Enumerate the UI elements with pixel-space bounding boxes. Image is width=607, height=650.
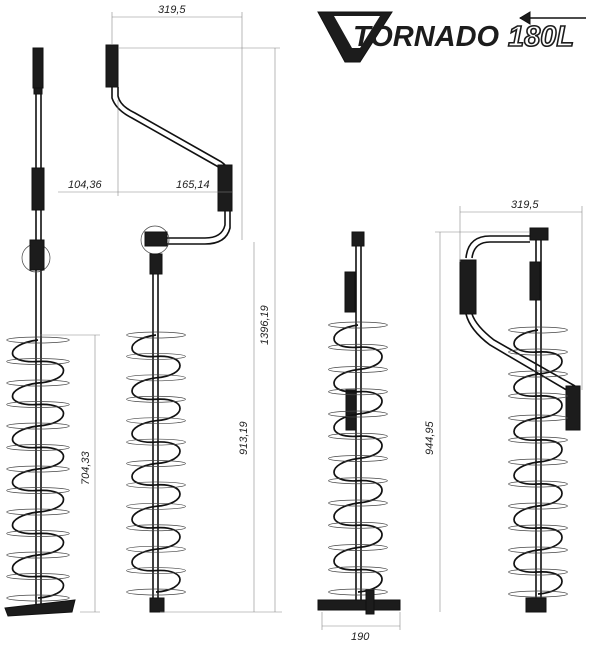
flight-edge [6, 336, 70, 344]
dim-offset-right: 165,14 [176, 179, 210, 191]
crank-top-handle [105, 44, 119, 88]
flight-edge [6, 594, 70, 602]
dim-top-width: 319,5 [158, 4, 186, 16]
dimension-lines [40, 12, 583, 630]
flight-edge [126, 395, 186, 403]
middle-handle [31, 167, 45, 211]
flight-edge [6, 530, 70, 537]
dim-total-height: 1396,19 [259, 305, 271, 345]
flight-edge [126, 588, 186, 596]
flight-edge [508, 436, 568, 444]
folded-handle [459, 259, 477, 315]
flight-edge [328, 477, 388, 485]
flight-edge [6, 487, 70, 494]
flight-edge [508, 414, 568, 422]
dim-blade-width: 190 [351, 631, 370, 643]
flight-edge [126, 524, 186, 532]
flight-edge [126, 353, 186, 360]
flight-edge [328, 521, 388, 529]
dim-folded-width: 319,5 [511, 199, 539, 211]
screw-flight [11, 339, 65, 599]
flight-edge [6, 401, 70, 408]
screw-flight [513, 329, 563, 595]
flight-edge [328, 321, 388, 329]
flight-edge [508, 546, 568, 554]
flight-edge [508, 370, 568, 378]
auger-screw [508, 326, 568, 598]
base-plate [317, 599, 401, 611]
flight-edge [328, 366, 388, 373]
flight-edge [126, 417, 186, 425]
flight-edge [328, 499, 388, 507]
flight-edge [126, 331, 186, 339]
dim-folded-height: 944,95 [424, 420, 436, 455]
auger-view-folded-side [459, 227, 581, 613]
crank-middle-handle [217, 164, 233, 212]
flight-edge [6, 508, 70, 516]
flight-edge [6, 573, 70, 580]
flight-edge [126, 460, 186, 467]
flight-edge [328, 455, 388, 462]
flight-edge [6, 465, 70, 473]
flight-edge [6, 551, 70, 559]
flight-edge [508, 480, 568, 488]
auger-screw [126, 331, 186, 596]
logo-text: TORNADO [353, 21, 500, 53]
dim-offset-left: 104,36 [68, 179, 103, 191]
flight-edge [508, 458, 568, 466]
flight-edge [328, 410, 388, 418]
flight-edge [328, 588, 388, 596]
auger-view-crank [105, 44, 233, 613]
blade [4, 599, 76, 617]
flight-edge [328, 388, 388, 396]
flight-edge [508, 326, 568, 334]
tornado-logo: TORNADO 180L [317, 11, 586, 63]
dim-screw-length: 704,33 [80, 450, 92, 485]
flight-edge [328, 544, 388, 551]
flight-edge [328, 343, 388, 351]
auger-view-straight [4, 47, 76, 617]
flight-edge [508, 502, 568, 510]
cutter-head [149, 597, 165, 613]
flight-edge [6, 379, 70, 387]
screw-flight [333, 324, 383, 593]
flight-edge [126, 502, 186, 510]
flight-edge [126, 567, 186, 574]
flight-edge [508, 568, 568, 576]
flight-edge [126, 545, 186, 553]
flight-edge [508, 524, 568, 532]
logo-model: 180L [508, 21, 574, 53]
flight-edge [328, 432, 388, 440]
flight-edge [508, 392, 568, 400]
flight-edge [126, 438, 186, 446]
auger-screw [6, 336, 70, 602]
flight-edge [508, 348, 568, 356]
dim-auger-height: 913,19 [238, 421, 250, 455]
screw-flight [131, 334, 181, 593]
top-handle [32, 47, 44, 89]
flight-edge [126, 481, 186, 489]
flight-edge [6, 358, 70, 365]
auger-view-folded-front [317, 231, 401, 615]
flight-edge [508, 590, 568, 598]
flight-edge [6, 444, 70, 451]
flight-edge [328, 566, 388, 574]
flight-edge [6, 422, 70, 430]
flight-edge [126, 374, 186, 382]
auger-screw [328, 321, 388, 596]
